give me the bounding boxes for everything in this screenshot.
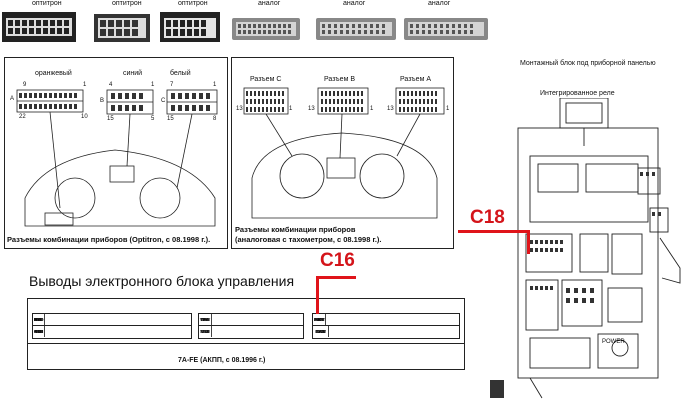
- pin-num: A: [10, 96, 15, 102]
- pin-num: 1: [151, 82, 155, 88]
- photo-label-1: оптитрон: [32, 0, 62, 7]
- ecu-pin: E1: [36, 329, 42, 334]
- photo-label-6: аналог: [428, 0, 451, 7]
- pin-num: 13: [236, 106, 243, 112]
- pin-num: 9: [23, 82, 27, 88]
- pin-num: C: [161, 98, 166, 104]
- callout-c18-line-v: [527, 230, 530, 254]
- power-label: POWER: [602, 339, 625, 345]
- photo-label-3: оптитрон: [178, 0, 208, 7]
- ecu-pin: VC: [202, 317, 209, 322]
- ecu-right-row2: NSW ACT L PWR ACS CCO CE3 TAC +B: [313, 326, 459, 337]
- ecu-block-right: STA AC1 SPD 2 OD2 R W STP EXHI ELS BATT …: [312, 313, 460, 339]
- optitron-diagram-panel: оранжевый синий белый 9 1 A 22 10 4 1 B …: [4, 57, 228, 249]
- pin-num: B: [100, 98, 105, 104]
- optitron-caption: Разъемы комбинации приборов (Optitron, с…: [7, 235, 211, 244]
- callout-c16-label: C16: [320, 250, 355, 271]
- ecu-mid-row1: VF TT OX OPS THW THA PIM VC: [199, 314, 303, 326]
- analog-caption-line2: (аналоговая с тахометром, с 08.1998 г.).: [235, 235, 382, 244]
- ecu-pin: E1: [33, 314, 46, 325]
- ecu-pin: THO: [199, 326, 212, 337]
- analog-diagram-panel: Разъем C Разъем B Разъем A 13 1 13 1 13 …: [231, 57, 454, 249]
- ecu-left-row1: E01 #10 #20 RSO RSC SIL EVP NC2 G- NE+ I…: [33, 314, 191, 326]
- photo-analog-1: [232, 18, 300, 40]
- color-label-blue: синий: [123, 70, 143, 77]
- pin-num: 7: [170, 82, 174, 88]
- photo-analog-2: [316, 18, 396, 40]
- ecu-pin: TAC: [313, 326, 330, 337]
- ecu-block-middle: VF TT OX OPS THW THA PIM VC SCV TE1 TE2 …: [198, 313, 304, 339]
- ecu-divider: [28, 343, 464, 344]
- connector-a-label: Разъем A: [400, 76, 432, 83]
- color-label-orange: оранжевый: [35, 70, 72, 77]
- relay-block-drawing: [490, 98, 681, 399]
- ecu-pin: S2: [33, 326, 46, 337]
- pin-num: 1: [289, 106, 293, 112]
- pin-num: 5: [151, 116, 155, 122]
- photo-optitron-2: [94, 14, 150, 42]
- ecu-pin: E2: [202, 329, 209, 334]
- color-label-white: белый: [170, 70, 191, 77]
- relay-block-title: Монтажный блок под приборной панелью: [520, 60, 656, 67]
- pin-num: 4: [109, 82, 113, 88]
- photo-label-5: аналог: [343, 0, 366, 7]
- pin-num: 1: [370, 106, 374, 112]
- pin-num: 1: [213, 82, 217, 88]
- analog-caption-line1: Разъемы комбинации приборов: [235, 225, 356, 234]
- analog-cluster-drawing: [243, 87, 445, 219]
- pin-num: 22: [19, 114, 26, 120]
- connector-photos: [2, 12, 488, 42]
- pin-num: 8: [213, 116, 217, 122]
- ecu-connector: E01 #10 #20 RSO RSC SIL EVP NC2 G- NE+ I…: [27, 298, 465, 370]
- integrated-relay-label: Интегрированное реле: [540, 90, 615, 97]
- connector-c-label: Разъем C: [250, 76, 282, 83]
- ecu-pin: +B: [318, 329, 324, 334]
- ecu-pin: BATT: [313, 317, 326, 322]
- ecu-block-left: E01 #10 #20 RSO RSC SIL EVP NC2 G- NE+ I…: [32, 313, 192, 339]
- callout-c16-line-h: [318, 276, 356, 279]
- photo-label-4: аналог: [258, 0, 281, 7]
- pin-num: 15: [167, 116, 174, 122]
- ecu-right-row1: STA AC1 SPD 2 OD2 R W STP EXHI ELS BATT: [313, 314, 459, 326]
- pin-num: 1: [83, 82, 87, 88]
- callout-c16-line-v: [316, 276, 319, 314]
- pin-num: 15: [107, 116, 114, 122]
- pin-num: 13: [308, 106, 315, 112]
- ecu-left-row2: E02 #30 #40 SLN SLU SLU OTH NC1 NE2 G- O…: [33, 326, 191, 337]
- callout-c18-label: C18: [470, 207, 505, 228]
- pin-num: 10: [81, 114, 88, 120]
- ecu-caption: 7A-FE (АКПП, с 08.1996 г.): [178, 357, 266, 364]
- photo-analog-3: [404, 18, 488, 40]
- ecu-pin: ELS: [313, 314, 327, 325]
- photo-optitron-1: [2, 12, 76, 42]
- photo-label-2: оптитрон: [112, 0, 142, 7]
- connector-b-label: Разъем B: [324, 76, 356, 83]
- ecu-mid-row2: SCV TE1 TE2 KNK VTA THO E2: [199, 326, 303, 337]
- ecu-pin: HT: [36, 317, 43, 322]
- optitron-cluster-drawing: [16, 89, 218, 227]
- ecu-pin: PIM: [199, 314, 212, 325]
- photo-optitron-3: [160, 12, 220, 42]
- pin-num: 13: [387, 106, 394, 112]
- callout-c18-line-h: [458, 230, 530, 233]
- ecu-title: Выводы электронного блока управления: [29, 273, 295, 289]
- pin-num: 1: [446, 106, 450, 112]
